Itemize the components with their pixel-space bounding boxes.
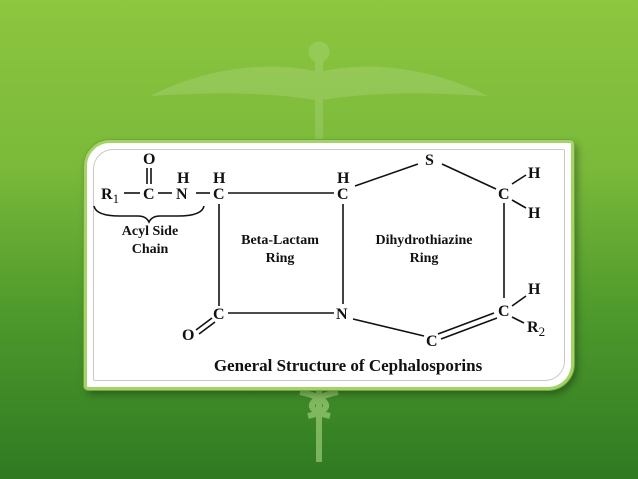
atom-r2-subscript: 2	[539, 324, 546, 339]
acyl-brace	[93, 205, 205, 224]
atom-c-acyl: C	[143, 186, 155, 203]
atom-n-amide: N	[176, 186, 188, 203]
atom-c6: C	[337, 186, 349, 203]
atom-c8: C	[213, 306, 225, 323]
atom-h-c2-top: H	[528, 165, 541, 182]
atom-c2: C	[498, 186, 510, 203]
bond-s-c2	[441, 163, 497, 190]
atom-s: S	[425, 152, 434, 169]
bond-c8-o-double-1	[195, 317, 213, 331]
emblem-wing-left	[150, 66, 318, 100]
atom-h-c7: H	[213, 170, 226, 187]
atom-r2-letter: R	[527, 319, 539, 336]
atom-h-amide: H	[177, 170, 190, 187]
atom-h-c3: H	[528, 281, 541, 298]
atom-h-c6: H	[337, 170, 350, 187]
bond-c3-h	[511, 295, 527, 307]
diagram-title: General Structure of Cephalosporins	[214, 356, 483, 375]
acyl-side-chain-label-line1: Acyl Side	[122, 224, 178, 239]
emblem-lower	[299, 388, 339, 462]
bond-c2-h-top	[511, 174, 527, 185]
atom-r1-subscript: 1	[113, 191, 120, 206]
dihydrothiazine-label-line2: Ring	[410, 251, 439, 266]
bond-c4-c3-double-1	[437, 312, 495, 335]
atom-o-lactam: O	[182, 327, 194, 344]
atom-n5: N	[336, 306, 348, 323]
beta-lactam-label-line1: Beta-Lactam	[241, 233, 319, 248]
atom-r1: R1	[101, 186, 119, 206]
atom-c7: C	[213, 186, 225, 203]
bond-c8-o-double-2	[198, 321, 216, 335]
atom-h-c2-bottom: H	[528, 205, 541, 222]
bond-c6-s	[354, 163, 419, 187]
card-inner-frame	[93, 149, 565, 381]
emblem-wing-right	[320, 66, 488, 100]
bond-c3-r2	[511, 316, 525, 324]
atom-r1-letter: R	[101, 186, 113, 203]
atom-c3: C	[498, 303, 510, 320]
beta-lactam-label-line2: Ring	[266, 251, 295, 266]
atom-labels: O R1 C H N H C H C S C H H C O N C C H R…	[101, 151, 545, 350]
emblem-knob	[308, 41, 330, 63]
dihydrothiazine-label-line1: Dihydrothiazine	[376, 233, 473, 248]
atom-o-carbonyl: O	[143, 151, 155, 168]
acyl-side-chain-label-line2: Chain	[132, 242, 169, 257]
bond-c4-c3-double-2	[440, 317, 498, 340]
atom-c4: C	[426, 333, 438, 350]
structure-card	[84, 140, 574, 390]
bond-lines	[93, 163, 527, 340]
bond-n5-c4	[352, 318, 425, 337]
bond-c2-h-bottom	[511, 199, 527, 209]
region-labels: Acyl Side Chain Beta-Lactam Ring Dihydro…	[122, 224, 473, 266]
atom-r2: R2	[527, 319, 545, 339]
emblem-staff	[315, 60, 323, 140]
